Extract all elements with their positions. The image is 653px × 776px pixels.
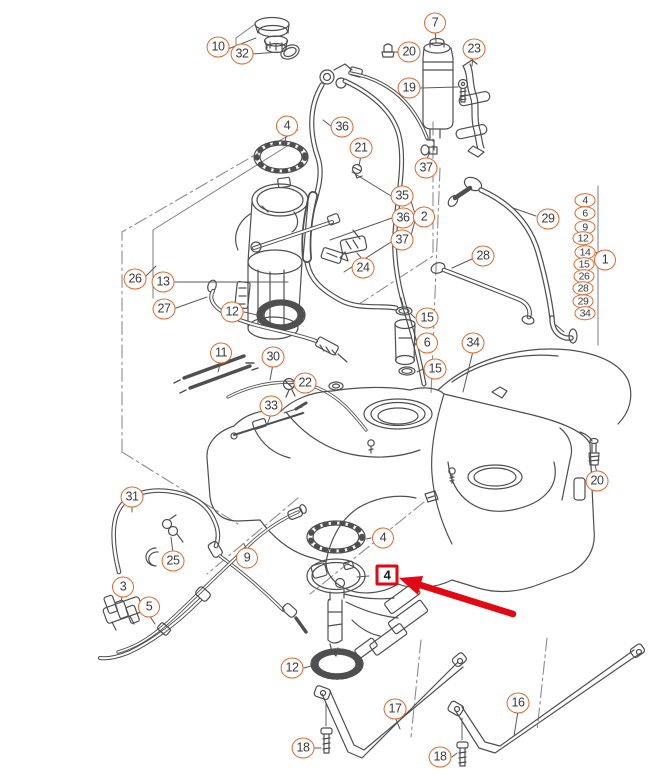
callout-10[interactable]: 10 — [206, 36, 230, 58]
canister-bracket — [455, 59, 491, 158]
callout-13[interactable]: 13 — [151, 271, 175, 293]
hose-clip-21 — [351, 163, 363, 179]
callout-12[interactable]: 12 — [220, 301, 244, 323]
retaining-ring-4-top — [253, 140, 309, 174]
callout-4[interactable]: 4 — [372, 527, 394, 549]
tension-strap-16 — [447, 643, 646, 754]
callout-27[interactable]: 27 — [152, 298, 176, 320]
callout-34[interactable]: 34 — [574, 306, 596, 320]
lock-ring-12-lower — [310, 648, 364, 680]
callout-1[interactable]: 1 — [594, 249, 616, 271]
acorn-nut — [381, 43, 395, 58]
callout-12[interactable]: 12 — [280, 657, 304, 679]
clip-bracket-3 — [102, 594, 144, 631]
fuel-sender-flange — [306, 558, 429, 659]
callout-11[interactable]: 11 — [210, 342, 232, 364]
carbon-canister — [420, 37, 454, 156]
phantom-frame-lines — [121, 121, 548, 738]
canister-screw — [457, 78, 469, 103]
callout-32[interactable]: 32 — [230, 43, 254, 65]
retaining-ring-4-lower — [306, 520, 366, 554]
cable-33 — [230, 401, 308, 440]
callout-18[interactable]: 18 — [291, 737, 315, 759]
callout-5[interactable]: 5 — [138, 596, 160, 618]
strap-bolt-18-left — [320, 727, 333, 754]
callout-4[interactable]: 4 — [276, 115, 298, 137]
callout-16[interactable]: 16 — [506, 692, 530, 714]
callout-34[interactable]: 34 — [461, 332, 485, 354]
callout-2[interactable]: 2 — [413, 206, 435, 228]
callout-25[interactable]: 25 — [161, 550, 185, 572]
callout-23[interactable]: 23 — [462, 38, 486, 60]
callout-37[interactable]: 37 — [390, 229, 414, 251]
supply-hose-36 — [301, 82, 399, 311]
callout-36[interactable]: 36 — [391, 207, 415, 229]
fuel-tank — [206, 348, 632, 594]
tension-strap-17 — [313, 652, 467, 759]
vent-pipe-28 — [430, 262, 535, 325]
callout-9[interactable]: 9 — [236, 547, 258, 569]
callout-18[interactable]: 18 — [428, 746, 452, 768]
callout-22[interactable]: 22 — [293, 372, 317, 394]
connector-13 — [320, 247, 344, 264]
callout-21[interactable]: 21 — [349, 137, 373, 159]
callout-15[interactable]: 15 — [415, 307, 439, 329]
callout-12[interactable]: 12 — [572, 231, 594, 245]
highlighted-callout-4[interactable]: 4 — [375, 564, 399, 586]
callout-7[interactable]: 7 — [424, 12, 446, 34]
callout-19[interactable]: 19 — [397, 77, 421, 99]
fuel-pump-module — [234, 176, 341, 340]
callout-30[interactable]: 30 — [261, 346, 285, 368]
callout-26[interactable]: 26 — [123, 268, 147, 290]
callout-17[interactable]: 17 — [383, 698, 407, 720]
strap-bolt-18-right — [456, 741, 469, 767]
callout-28[interactable]: 28 — [572, 281, 594, 295]
fuel-pipe-9 — [116, 504, 307, 654]
corner-brackets — [152, 24, 599, 346]
cable-ties — [173, 354, 259, 394]
callout-6[interactable]: 6 — [574, 206, 596, 220]
callout-28[interactable]: 28 — [471, 245, 495, 267]
retaining-clip-25 — [161, 514, 184, 543]
tank-screw-20-right — [579, 431, 600, 466]
breather-line-30 — [226, 380, 368, 432]
callout-3[interactable]: 3 — [112, 576, 134, 598]
callout-20[interactable]: 20 — [397, 41, 421, 63]
fuel-hose-5 — [98, 586, 211, 661]
hose-to-canister — [348, 71, 429, 140]
callout-35[interactable]: 35 — [390, 185, 414, 207]
breather-hose-31 — [111, 488, 308, 634]
callout-24[interactable]: 24 — [351, 257, 375, 279]
cap-seal-ring — [280, 44, 300, 60]
callout-31[interactable]: 31 — [120, 486, 144, 508]
highlight-arrow — [399, 576, 517, 618]
fuel-cap — [254, 16, 290, 54]
callout-15[interactable]: 15 — [423, 358, 447, 380]
callout-6[interactable]: 6 — [416, 332, 438, 354]
coiled-hose — [145, 547, 159, 567]
callout-33[interactable]: 33 — [259, 395, 283, 417]
callout-4[interactable]: 4 — [574, 193, 596, 207]
sensor-bracket-24 — [339, 229, 368, 262]
callout-36[interactable]: 36 — [330, 116, 354, 138]
callout-29[interactable]: 29 — [536, 208, 560, 230]
filler-vent-hose-29 — [447, 176, 578, 344]
fuel-filter — [394, 297, 416, 376]
callout-20[interactable]: 20 — [585, 470, 609, 492]
callout-15[interactable]: 15 — [573, 257, 595, 271]
callout-37[interactable]: 37 — [414, 157, 438, 179]
